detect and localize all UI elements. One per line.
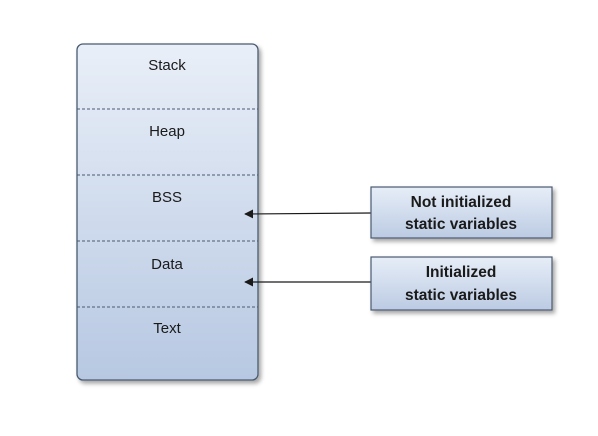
annotation-box: [370, 256, 553, 311]
segment-label-heap: Heap: [149, 123, 185, 140]
memory-block: Stack Heap BSS Data Text: [76, 43, 259, 381]
annotation-line: Not initialized: [411, 194, 512, 211]
arrow-to-bss: [244, 209, 372, 219]
annotation-line: static variables: [405, 216, 517, 233]
annotation-box: [370, 186, 553, 239]
annotation-line: Initialized: [426, 264, 497, 281]
annotation-initialized: Initialized static variables: [370, 256, 553, 311]
annotation-not-initialized: Not initialized static variables: [370, 186, 553, 239]
segment-label-stack: Stack: [148, 57, 186, 74]
segment-label-text: Text: [153, 320, 181, 337]
segment-label-data: Data: [151, 256, 183, 273]
segment-label-bss: BSS: [152, 189, 182, 206]
annotation-line: static variables: [405, 287, 517, 304]
memory-block-outline: [76, 43, 259, 381]
